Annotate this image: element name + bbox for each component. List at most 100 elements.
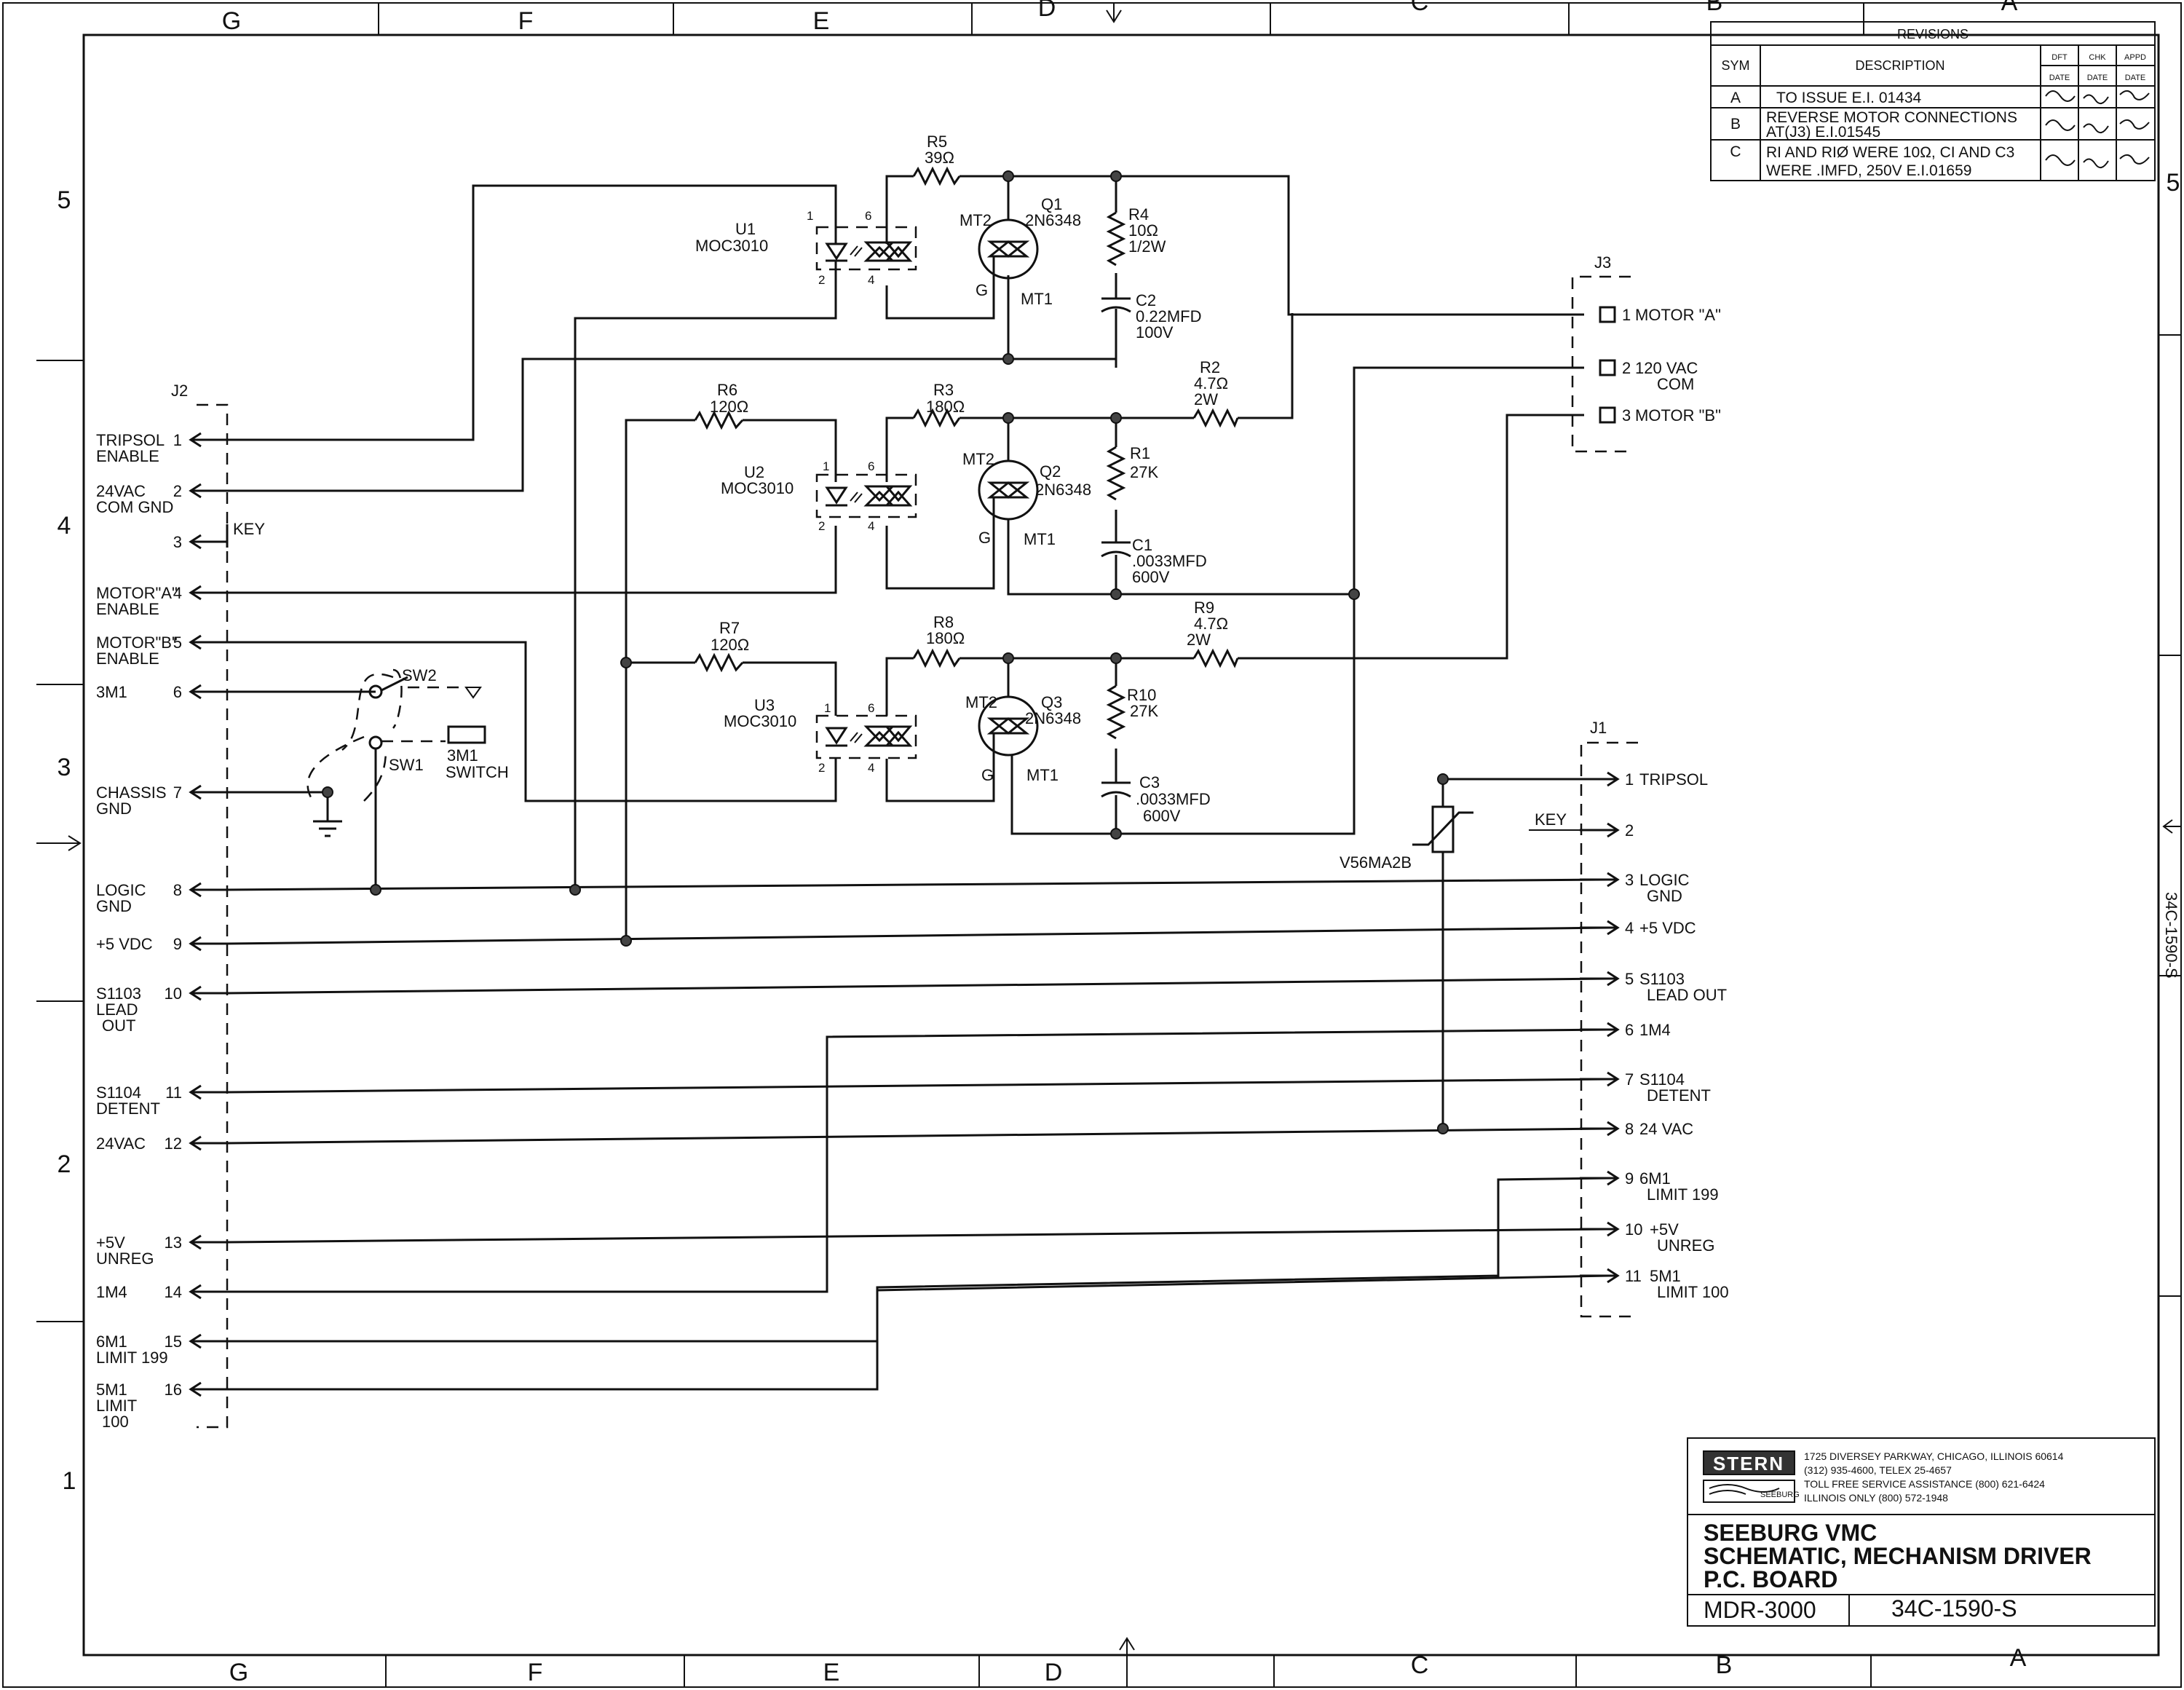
j1-pin-3-label-1: LOGIC (1639, 871, 1690, 889)
j1-pin-5-number: 5 (1625, 970, 1634, 988)
j2-pin-14-label-1: 1M4 (96, 1283, 127, 1301)
revision-b-sym: B (1730, 116, 1741, 133)
zone-row-left-1: 1 (63, 1467, 76, 1495)
triac-q1 (978, 218, 1039, 299)
resistor-r8 (912, 648, 961, 668)
j1-pin-10-label-1: +5V (1650, 1220, 1679, 1239)
j2-pin-4-arrow (189, 585, 227, 601)
resistors (694, 166, 1239, 740)
j2-pin-7-arrow (189, 784, 227, 800)
resistor-r10 (1106, 684, 1126, 740)
j1-pin-1-number: 1 (1625, 770, 1634, 789)
j2-pin-15-label-1: 6M1 (96, 1332, 127, 1351)
edge-drawing-number: 34C-1590-S (2162, 892, 2180, 979)
r7-ref: R7 (719, 619, 740, 637)
u3-pin4: 4 (868, 761, 874, 775)
switch-3m1-label-2: SWITCH (446, 763, 509, 781)
revision-b-desc-2: AT(J3) E.I.01545 (1766, 124, 1880, 141)
title-line-3: P.C. BOARD (1704, 1566, 1837, 1592)
varistor-v56ma2b (1412, 805, 1473, 853)
r2-value: 4.7Ω (1194, 374, 1228, 392)
r3-value: 180Ω (926, 398, 965, 416)
j2-pin-8-label-1: LOGIC (96, 881, 146, 899)
j3-pin-2-number: 2 (1622, 359, 1631, 377)
j2-pin-15-label-2: LIMIT 199 (96, 1349, 168, 1367)
j1-pin-5-label-2: LEAD OUT (1647, 986, 1727, 1004)
j2-pin-5-label-1: MOTOR"B" (96, 633, 178, 652)
seeburg-logo-box (1703, 1480, 1795, 1503)
zone-col-top-f: F (518, 7, 534, 35)
c1-ref: C1 (1132, 536, 1152, 554)
u3-pin6: 6 (868, 701, 874, 715)
j2-pin-16-label-2: LIMIT (96, 1397, 137, 1415)
revision-c-desc-2: WERE .IMFD, 250V E.I.01659 (1766, 162, 1971, 179)
j2-pin-9-number: 9 (173, 935, 182, 953)
revisions-header-sym: SYM (1721, 58, 1749, 73)
zone-row-left-2: 2 (58, 1150, 71, 1178)
zone-col-bottom-f: F (528, 1659, 543, 1686)
j2-pin-4-number: 4 (173, 584, 182, 602)
zone-col-top-d: D (1038, 0, 1056, 22)
j1-pin-8-label-1: 24 VAC (1639, 1120, 1693, 1138)
revision-c-sym: C (1730, 143, 1741, 160)
j2-pin-1-number: 1 (173, 431, 182, 449)
j1-label: J1 (1590, 719, 1607, 737)
j2-pin-14-number: 14 (165, 1283, 182, 1301)
j2-pin-8-number: 8 (173, 881, 182, 899)
u2-pin2: 2 (818, 519, 825, 533)
q1-ref: Q1 (1041, 195, 1062, 213)
zone-col-top-a: A (2001, 0, 2018, 16)
drawing-number: 34C-1590-S (1891, 1595, 2017, 1622)
u1-part: MOC3010 (695, 237, 768, 255)
j1-pin-9-label-2: LIMIT 199 (1647, 1185, 1719, 1204)
u1-pin1: 1 (807, 209, 813, 223)
j1-pin-11-label-2: LIMIT 100 (1657, 1283, 1729, 1301)
zone-col-bottom-e: E (823, 1659, 840, 1686)
j2-pin-9-label-1: +5 VDC (96, 935, 153, 953)
seeburg-logo-text: SEEBURG (1760, 1490, 1800, 1499)
c2-value: 0.22MFD (1136, 307, 1201, 325)
model-number: MDR-3000 (1704, 1597, 1816, 1623)
q3-gate: G (981, 766, 994, 784)
j2-pin-1-label-2: ENABLE (96, 447, 159, 465)
r9-rating: 2W (1187, 631, 1211, 649)
j1-pin-2-number: 2 (1625, 821, 1634, 840)
zone-labels: G F E D C B A G F E D C B A 5 4 3 2 1 5 (58, 0, 2180, 1686)
capacitors (1101, 297, 1131, 798)
c2-ref: C2 (1136, 291, 1156, 309)
j2-pin-2-label-1: 24VAC (96, 482, 146, 500)
capacitor-c1 (1101, 541, 1131, 558)
r8-value: 180Ω (926, 629, 965, 647)
j2-pin-8-label-2: GND (96, 897, 132, 915)
j2-pin-16-label-3: 100 (102, 1413, 129, 1431)
wiring (226, 175, 1610, 1391)
j2-pin-3-number: 3 (173, 533, 182, 551)
j2-pin-11-number: 11 (165, 1083, 182, 1102)
j2-pin-12-label-1: 24VAC (96, 1134, 146, 1153)
j2-pin-10-label-1: S1103 (96, 984, 141, 1003)
c1-rating: 600V (1132, 568, 1170, 586)
q2-mt1: MT1 (1024, 530, 1056, 548)
j2-pin-4-label-1: MOTOR"A" (96, 584, 178, 602)
j1-pin-4-label-1: +5 VDC (1639, 919, 1696, 937)
j2-pin-13-number: 13 (165, 1233, 182, 1252)
j1-pin-6-number: 6 (1625, 1021, 1634, 1039)
j2-pin-1-label-1: TRIPSOL (96, 431, 165, 449)
j1-pin-1-label-1: TRIPSOL (1639, 770, 1708, 789)
j3-pin-2-terminal (1599, 359, 1616, 376)
resistor-r9 (1192, 648, 1239, 668)
c1-value: .0033MFD (1132, 552, 1207, 570)
resistor-r5 (912, 166, 961, 186)
title-line-1: SEEBURG VMC (1704, 1520, 1877, 1546)
q3-mt2: MT2 (965, 693, 997, 711)
j2-pin-16-label-1: 5M1 (96, 1381, 127, 1399)
optocoupler-u2 (815, 473, 917, 518)
revisions-header-dft-date: DATE (2049, 74, 2070, 82)
c3-value: .0033MFD (1136, 790, 1211, 808)
j2-pin-2-label-2: COM GND (96, 498, 173, 516)
j2-pin-13-label-1: +5V (96, 1233, 125, 1252)
u1-pin2: 2 (818, 273, 825, 287)
